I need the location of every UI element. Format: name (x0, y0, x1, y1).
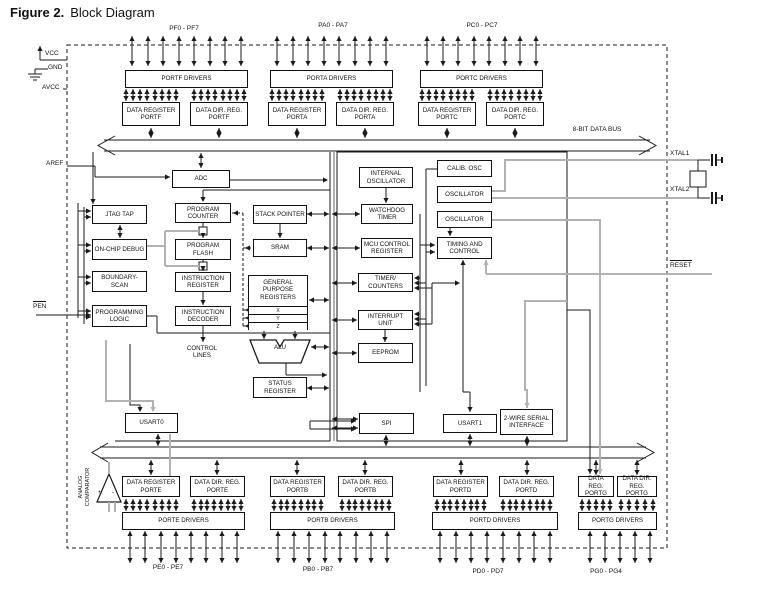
comparator-minus: - (112, 490, 114, 496)
block-portd-data-register: DATA REGISTER PORTD (433, 476, 488, 497)
pins-label-portf: PF0 - PF7 (169, 25, 199, 32)
figure-number: Figure 2. (10, 5, 65, 20)
block-two-wire-serial-interface: 2-WIRE SERIAL INTERFACE (500, 409, 553, 435)
pin-label-xtal2: XTAL2 (670, 186, 690, 193)
block-timing-and-control: TIMING AND CONTROL (437, 237, 492, 259)
pins-label-porte: PE0 - PE7 (152, 564, 184, 571)
block-boundary-scan: BOUNDARY- SCAN (92, 271, 147, 292)
gpr-row-z: Z (249, 322, 307, 331)
block-jtag-tap: JTAG TAP (92, 205, 147, 224)
block-portg-data-register: DATA REG. PORTG (578, 475, 614, 497)
block-porte-data-register: DATA REGISTER PORTE (122, 476, 180, 497)
block-calib-osc: CALIB. OSC (437, 160, 492, 177)
block-portc-drivers: PORTC DRIVERS (420, 70, 543, 88)
figure-caption: Figure 2. Block Diagram (10, 5, 155, 20)
pin-label-xtal1: XTAL1 (670, 150, 690, 157)
block-porta-data-register: DATA REGISTER PORTA (268, 102, 326, 126)
block-porte-data-dir: DATA DIR. REG. PORTE (190, 476, 245, 497)
pin-label-vcc: VCC (45, 50, 59, 57)
block-porta-drivers: PORTA DRIVERS (270, 70, 393, 88)
block-status-register: STATUS REGISTER (253, 377, 307, 398)
block-usart0: USART0 (125, 413, 178, 433)
pin-label-pen: PEN (33, 301, 47, 310)
block-portb-data-register: DATA REGISTER PORTB (270, 476, 325, 497)
block-portc-data-dir: DATA DIR. REG. PORTC (486, 102, 544, 126)
block-porte-drivers: PORTE DRIVERS (122, 512, 245, 530)
block-portb-drivers: PORTB DRIVERS (270, 512, 395, 530)
block-spi: SPI (359, 413, 414, 434)
pins-label-porta: PA0 - PA7 (318, 22, 348, 29)
block-timer-counters: TIMER/ COUNTERS (358, 273, 413, 292)
pins-label-portc: PC0 - PC7 (466, 22, 498, 29)
block-oscillator-1: OSCILLATOR (437, 186, 492, 203)
block-interrupt-unit: INTERRUPT UNIT (358, 310, 413, 330)
block-watchdog-timer: WATCHDOG TIMER (361, 204, 413, 224)
block-stack-pointer: STACK POINTER (253, 205, 307, 224)
block-eeprom: EEPROM (358, 343, 413, 363)
gpr-row-y: Y (249, 314, 307, 323)
block-on-chip-debug: ON-CHIP DEBUG (92, 239, 147, 260)
block-oscillator-2: OSCILLATOR (437, 211, 492, 228)
pins-label-portb: PB0 - PB7 (302, 566, 334, 573)
block-usart1: USART1 (443, 414, 497, 433)
block-portc-data-register: DATA REGISTER PORTC (418, 102, 476, 126)
block-portf-drivers: PORTF DRIVERS (125, 70, 248, 88)
block-portg-data-dir: DATA DIR. REG. PORTG (617, 475, 657, 497)
block-adc: ADC (172, 170, 230, 188)
figure-title: Block Diagram (70, 5, 155, 20)
gpr-label: GENERAL PURPOSE REGISTERS (260, 279, 296, 301)
gpr-row-x: X (249, 306, 307, 315)
block-sram: SRAM (253, 239, 307, 257)
data-bus-label: 8-BIT DATA BUS (572, 126, 622, 133)
block-porta-data-dir: DATA DIR. REG. PORTA (336, 102, 394, 126)
pin-label-reset: RESET (670, 260, 692, 269)
block-mcu-control-register: MCU CONTROL REGISTER (361, 238, 413, 258)
pins-label-portd: PD0 - PD7 (472, 568, 504, 575)
block-portg-drivers: PORTG DRIVERS (578, 512, 657, 530)
block-portf-data-dir: DATA DIR. REG. PORTF (190, 102, 248, 126)
block-instruction-register: INSTRUCTION REGISTER (175, 272, 231, 292)
pin-label-gnd: GND (48, 64, 63, 71)
pin-label-avcc: AVCC (42, 84, 60, 91)
comparator-plus: + (98, 490, 102, 496)
block-program-flash: PROGRAM FLASH (175, 239, 231, 260)
block-portd-data-dir: DATA DIR. REG. PORTD (499, 476, 554, 497)
block-portb-data-dir: DATA DIR. REG. PORTB (338, 476, 393, 497)
block-portf-data-register: DATA REGISTER PORTF (122, 102, 180, 126)
alu-label: ALU (273, 344, 287, 351)
control-lines-label: CONTROL LINES (186, 345, 218, 359)
block-program-counter: PROGRAM COUNTER (175, 203, 231, 223)
block-portd-drivers: PORTD DRIVERS (432, 512, 558, 530)
analog-comparator-label: ANALOG COMPARATOR (78, 467, 91, 507)
pins-label-portg: PG0 - PG4 (590, 568, 622, 575)
block-internal-oscillator: INTERNAL OSCILLATOR (359, 167, 413, 188)
block-instruction-decoder: INSTRUCTION DECODER (175, 306, 231, 326)
pin-label-aref: AREF (46, 160, 64, 167)
block-programming-logic: PROGRAMMING LOGIC (92, 305, 147, 327)
